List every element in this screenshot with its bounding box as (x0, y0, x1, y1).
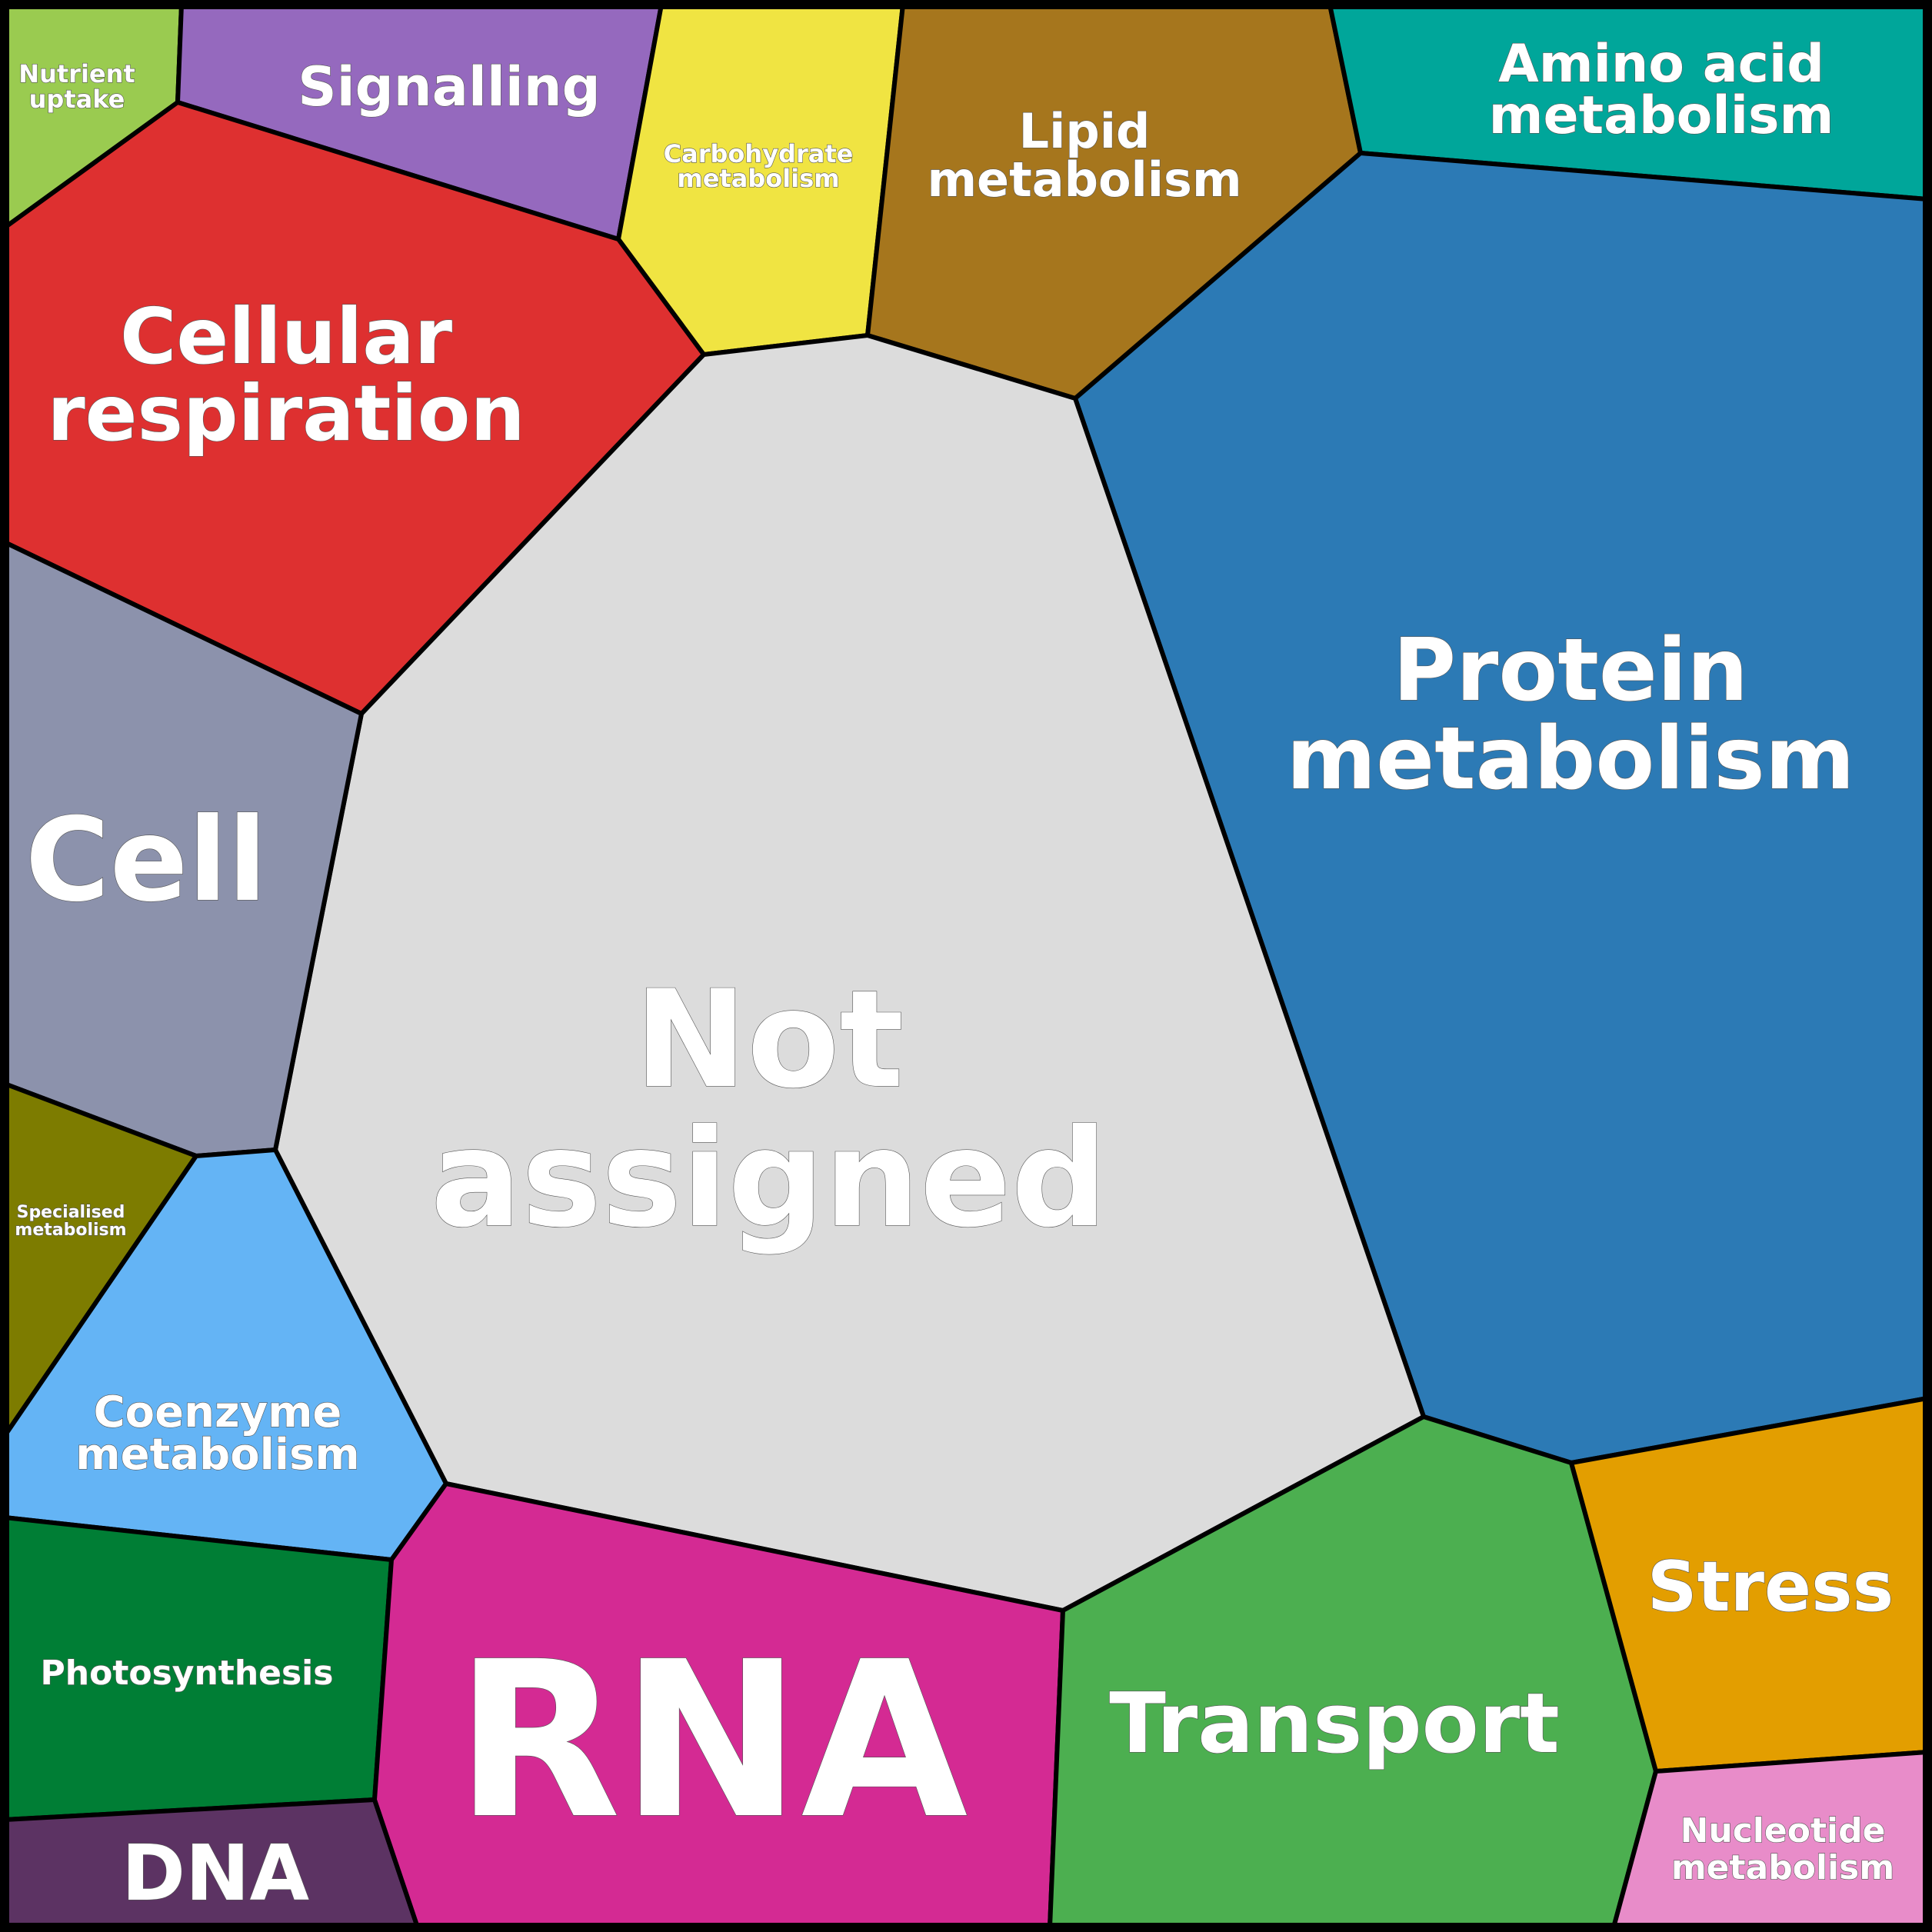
label-lipid-metabolism-line: Lipid (1019, 103, 1151, 159)
label-nutrient-uptake-line: Nutrient (18, 59, 135, 88)
label-coenzyme-metabolism-line: metabolism (75, 1430, 360, 1480)
label-photosynthesis: Photosynthesis (41, 1654, 334, 1693)
label-nucleotide-metabolism-line: Nucleotide (1681, 1811, 1886, 1850)
label-photosynthesis-line: Photosynthesis (41, 1654, 334, 1693)
label-specialised-metabolism-line: Specialised (17, 1203, 125, 1222)
label-nucleotide-metabolism-line: metabolism (1671, 1848, 1894, 1887)
label-amino-acid-metabolism-line: Amino acid (1498, 34, 1824, 95)
label-not-assigned-line: assigned (431, 1101, 1108, 1257)
label-rna: RNA (455, 1616, 970, 1867)
label-signalling-line: Signalling (298, 55, 601, 118)
label-lipid-metabolism-line: metabolism (927, 152, 1241, 208)
label-specialised-metabolism-line: metabolism (15, 1221, 126, 1240)
label-dna-line: DNA (122, 1828, 309, 1918)
label-rna-line: RNA (455, 1616, 970, 1867)
label-signalling: Signalling (298, 55, 601, 118)
label-coenzyme-metabolism-line: Coenzyme (94, 1387, 342, 1437)
label-cell: Cell (25, 794, 268, 928)
label-dna: DNA (122, 1828, 309, 1918)
label-carbohydrate-metabolism-line: metabolism (677, 164, 839, 193)
label-not-assigned-line: Not (635, 962, 904, 1118)
label-nutrient-uptake-line: uptake (29, 85, 125, 114)
label-cellular-respiration-line: respiration (47, 368, 525, 458)
label-amino-acid-metabolism-line: metabolism (1489, 85, 1834, 146)
label-transport-line: Transport (1109, 1676, 1560, 1772)
label-protein-metabolism-line: metabolism (1286, 709, 1854, 809)
label-cellular-respiration-line: Cellular (120, 291, 453, 381)
label-stress: Stress (1647, 1547, 1894, 1627)
label-stress-line: Stress (1647, 1547, 1894, 1627)
label-protein-metabolism-line: Protein (1393, 621, 1748, 721)
label-transport: Transport (1109, 1676, 1560, 1772)
label-cell-line: Cell (25, 794, 268, 928)
label-carbohydrate-metabolism-line: Carbohydrate (664, 139, 854, 168)
